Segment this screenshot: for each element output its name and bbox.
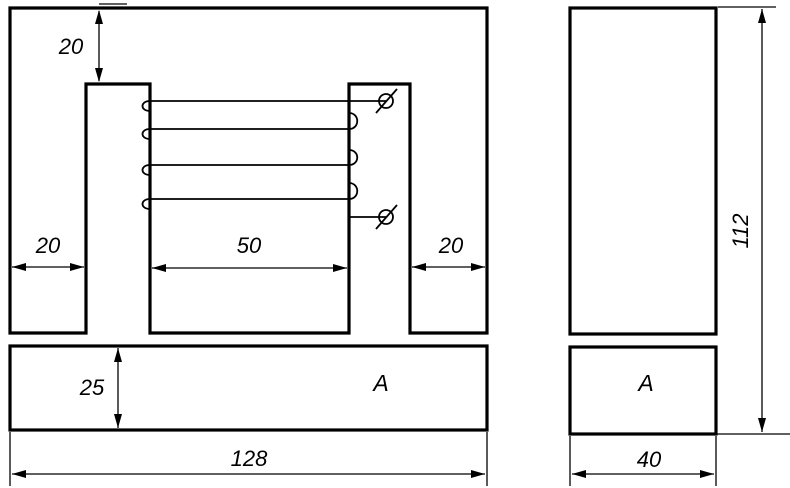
dim-side-height [716, 6, 790, 435]
dim-right-leg-label: 20 [438, 233, 464, 258]
dim-total-width-label: 128 [231, 446, 268, 471]
coil-loop-left-1 [141, 100, 151, 112]
coil-loop-left-4 [141, 198, 151, 210]
dim-yoke-height-label: 25 [79, 375, 105, 400]
dim-total-width [9, 432, 488, 486]
front-yoke-a [8, 344, 489, 432]
dim-left-leg [12, 263, 84, 271]
dim-top-gap [95, 3, 127, 82]
terminal-upper [375, 88, 398, 114]
dim-side-height-label: 112 [728, 213, 753, 248]
coil-loop-right-2 [348, 149, 359, 166]
dim-window-label: 50 [237, 233, 262, 258]
dim-right-leg [412, 263, 485, 271]
dim-top-gap-label: 20 [58, 34, 84, 59]
dim-side-width-label: 40 [637, 447, 662, 472]
side-yoke-label: A [636, 370, 653, 396]
front-view: A [8, 3, 489, 486]
dim-left-leg-label: 20 [35, 233, 61, 258]
front-yoke-label: A [371, 370, 388, 396]
side-yoke-a [568, 345, 718, 436]
side-view: A 112 40 [568, 6, 790, 486]
coil-loop-left-2 [141, 128, 151, 140]
coil-winding [141, 100, 386, 218]
side-core [568, 6, 718, 336]
coil-loop-left-3 [141, 164, 151, 176]
dim-window [152, 264, 347, 272]
coil-loop-right-3 [348, 182, 359, 200]
coil-loop-right-1 [348, 112, 359, 130]
terminal-lower [375, 204, 398, 230]
e-core-outline [8, 6, 489, 335]
dim-side-width [569, 436, 717, 486]
dim-yoke-height [114, 348, 122, 428]
